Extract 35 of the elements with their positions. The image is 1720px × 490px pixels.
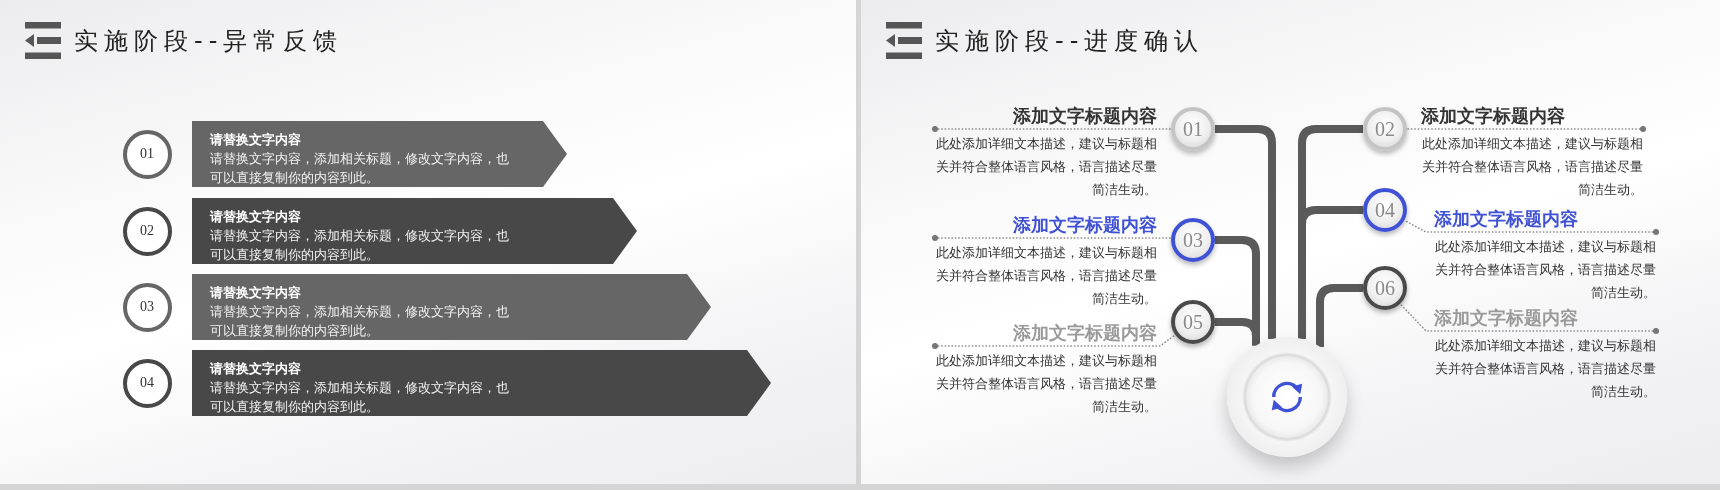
slide-title: 实施阶段--异常反馈 — [74, 26, 344, 56]
body-text: 此处添加详细文本描述，建议与标题相关并符合整体语言风格，语言描述尽量简洁生动。 — [1434, 238, 1656, 302]
heading-text: 添加文字标题内容 — [1434, 208, 1579, 230]
leader-line — [931, 334, 1176, 350]
arrow-banner — [192, 350, 771, 416]
body-text: 此处添加详细文本描述，建议与标题相关并符合整体语言风格，语言描述尽量简洁生动。 — [1434, 337, 1656, 401]
arrow-banner — [192, 274, 711, 340]
body-text: 此处添加详细文本描述，建议与标题相关并符合整体语言风格，语言描述尽量简洁生动。 — [935, 352, 1157, 416]
leader-line — [931, 234, 1172, 242]
body-text: 请替换文字内容，添加相关标题，修改文字内容，也可以直接复制你的内容到此。 — [210, 150, 510, 187]
leader-line — [1406, 125, 1647, 133]
heading-text: 请替换文字内容 — [210, 360, 301, 378]
leader-line — [1399, 303, 1660, 335]
connector-line — [1215, 125, 1276, 339]
heading-text: 添加文字标题内容 — [1012, 214, 1157, 236]
body-text: 请替换文字内容，添加相关标题，修改文字内容，也可以直接复制你的内容到此。 — [210, 379, 510, 416]
connector-line — [1215, 318, 1260, 346]
heading-text: 添加文字标题内容 — [1012, 105, 1157, 127]
slide-title: 实施阶段--进度确认 — [935, 26, 1205, 56]
connector-line — [1298, 206, 1363, 339]
body-text: 请替换文字内容，添加相关标题，修改文字内容，也可以直接复制你的内容到此。 — [210, 227, 510, 264]
body-text: 此处添加详细文本描述，建议与标题相关并符合整体语言风格，语言描述尽量简洁生动。 — [935, 244, 1157, 308]
heading-text: 添加文字标题内容 — [1012, 322, 1157, 344]
heading-text: 请替换文字内容 — [210, 284, 301, 302]
arrow-banner — [192, 198, 637, 264]
body-text: 此处添加详细文本描述，建议与标题相关并符合整体语言风格，语言描述尽量简洁生动。 — [935, 135, 1157, 199]
heading-text: 请替换文字内容 — [210, 131, 301, 149]
arrow-banner — [192, 121, 567, 187]
leader-line — [931, 125, 1172, 133]
body-text: 此处添加详细文本描述，建议与标题相关并符合整体语言风格，语言描述尽量简洁生动。 — [1421, 135, 1643, 199]
body-text: 请替换文字内容，添加相关标题，修改文字内容，也可以直接复制你的内容到此。 — [210, 303, 510, 340]
heading-text: 请替换文字内容 — [210, 208, 301, 226]
leader-line — [1403, 219, 1660, 236]
heading-text: 添加文字标题内容 — [1421, 105, 1566, 127]
heading-text: 添加文字标题内容 — [1434, 307, 1579, 329]
